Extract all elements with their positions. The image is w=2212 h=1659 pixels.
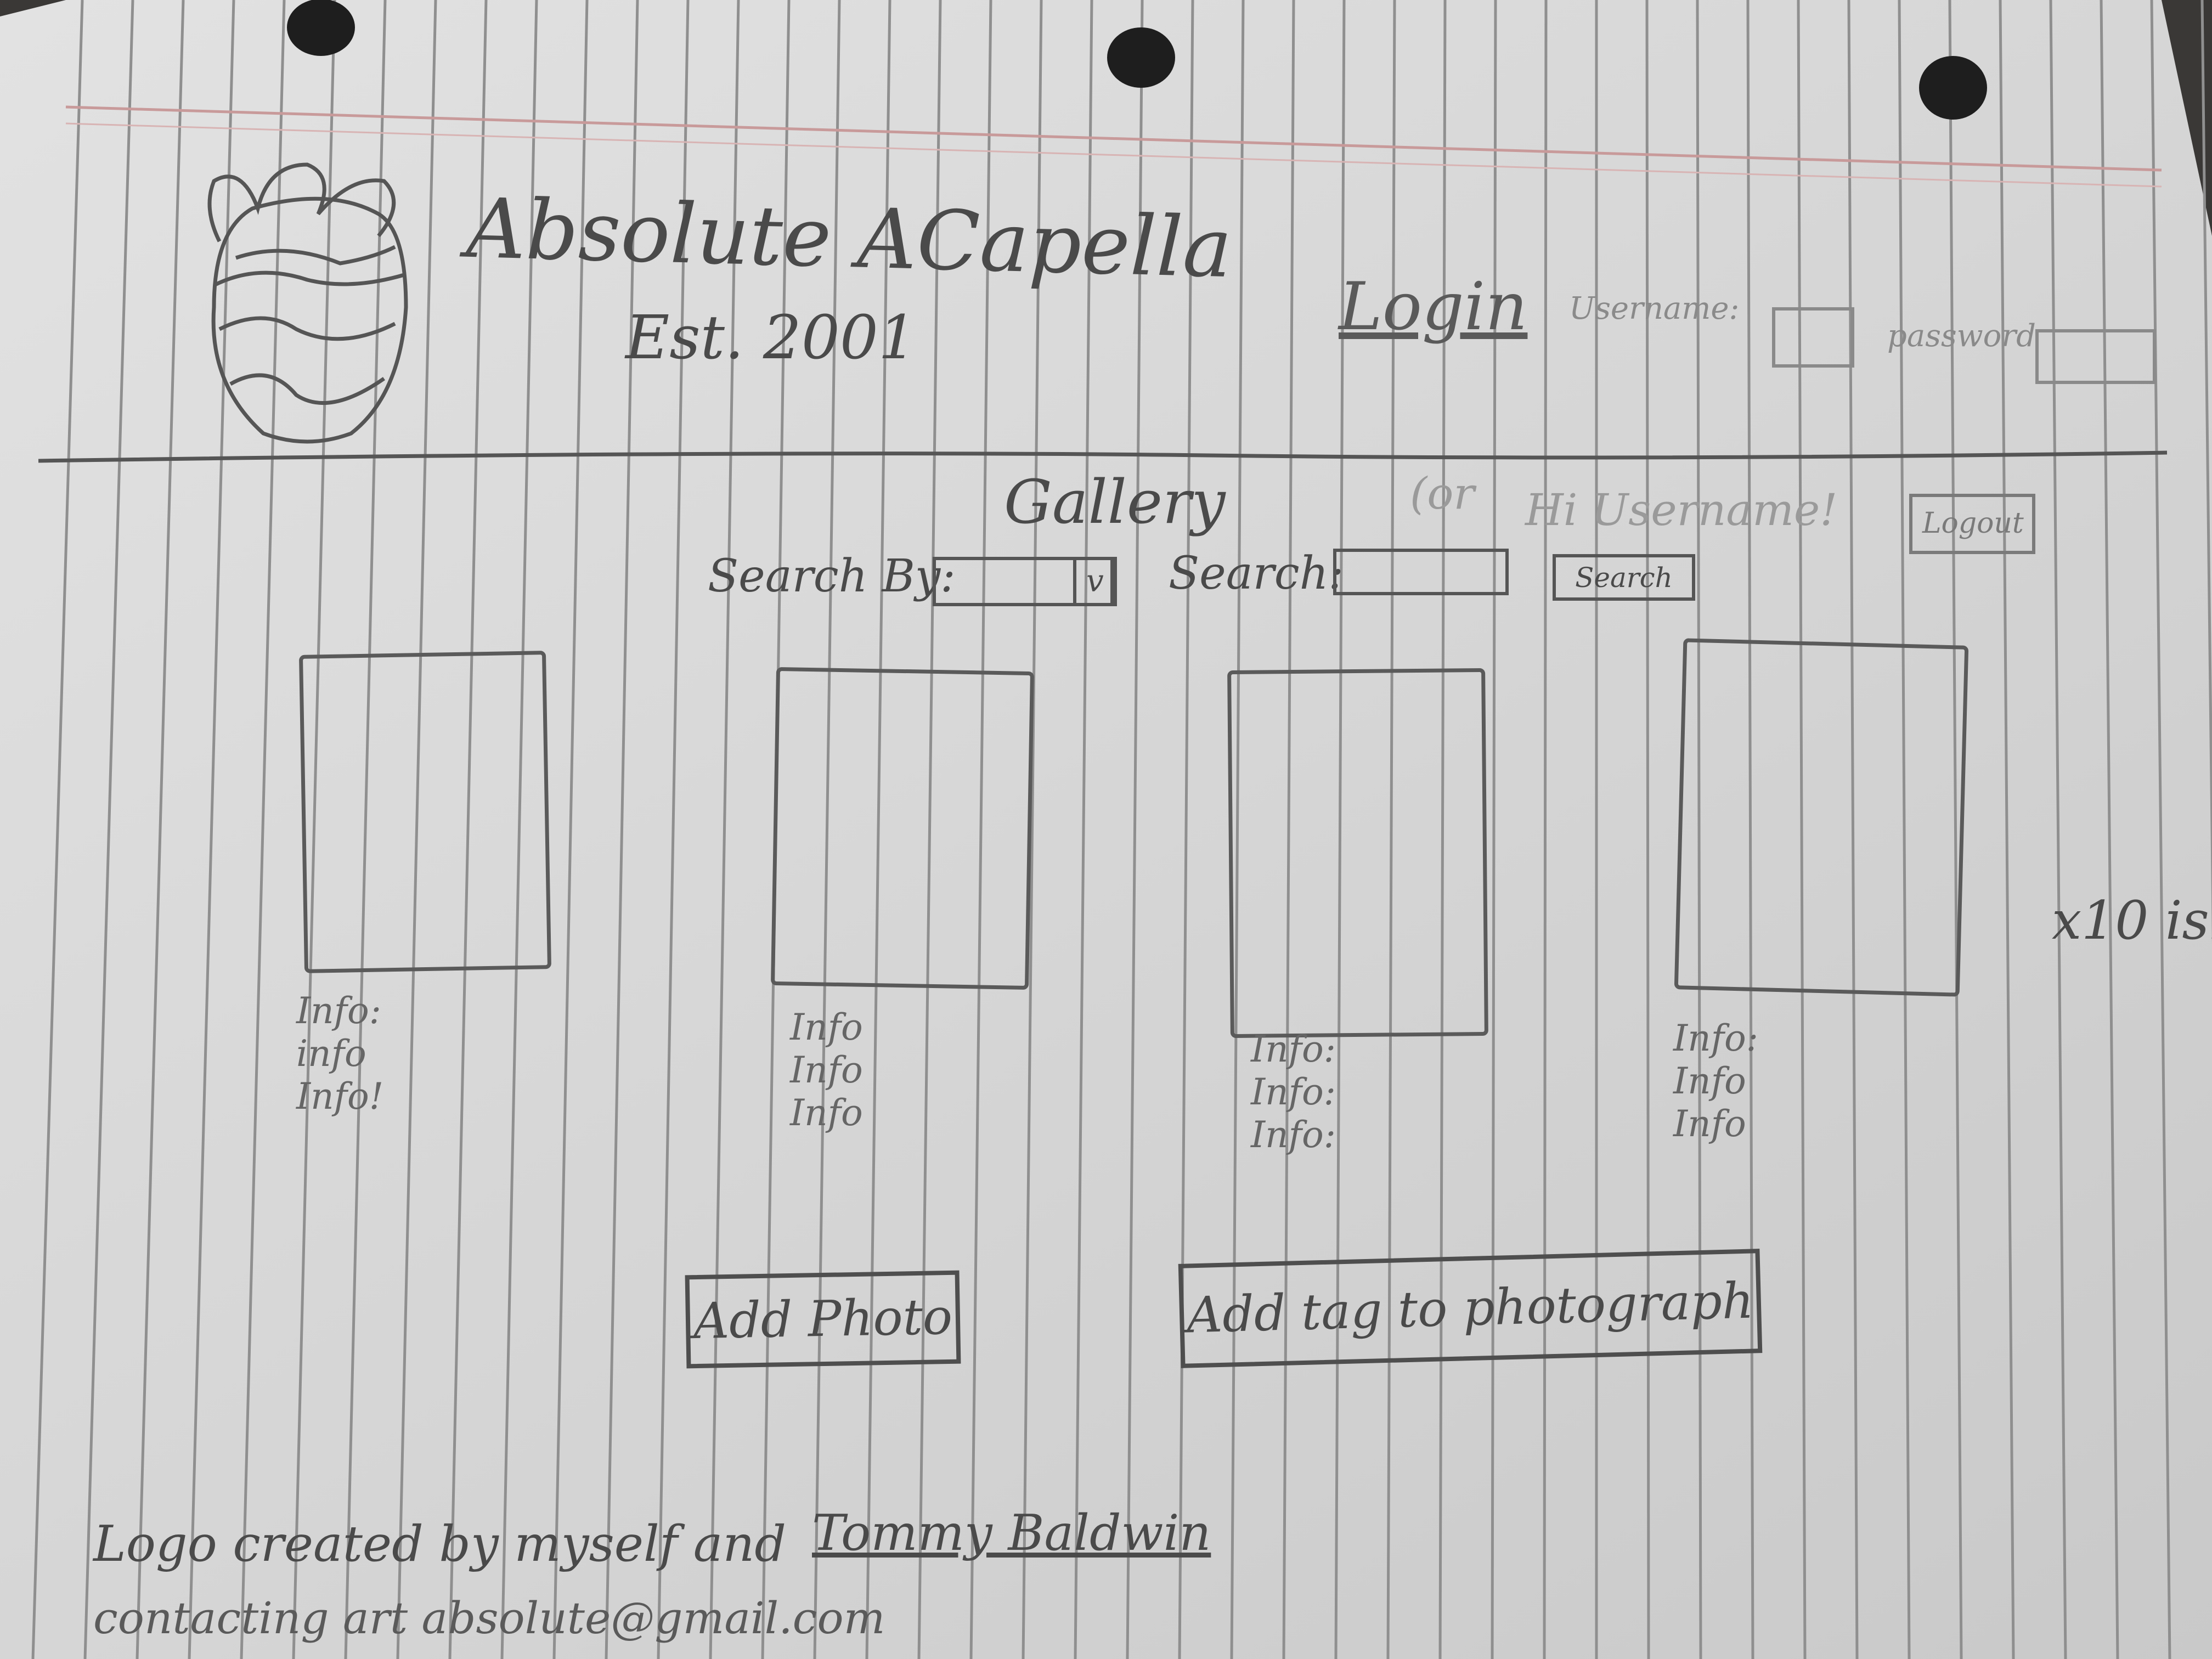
repeat-note: x10 ish xyxy=(2052,890,2212,951)
rule-line xyxy=(31,0,84,1659)
rule-line xyxy=(136,0,185,1659)
gallery-photo[interactable] xyxy=(1227,668,1488,1039)
rule-line xyxy=(1386,0,1396,1659)
info-line: Info xyxy=(1673,1103,1746,1145)
punch-hole-icon xyxy=(1107,27,1175,88)
chevron-down-icon[interactable]: v xyxy=(1073,557,1117,606)
rule-line xyxy=(1438,0,1447,1659)
gallery-photo[interactable] xyxy=(770,667,1035,990)
search-label: Search: xyxy=(1169,548,1344,600)
rule-line xyxy=(1797,0,1807,1659)
rule-line xyxy=(605,0,639,1659)
rule-line xyxy=(1178,0,1194,1659)
strawberry-logo-icon xyxy=(207,162,408,444)
logout-label: Logout xyxy=(1922,507,2024,540)
rule-line xyxy=(1074,0,1093,1659)
rule-line xyxy=(448,0,488,1659)
rule-line xyxy=(2200,0,2212,945)
rule-line xyxy=(813,0,841,1659)
rule-line xyxy=(1645,0,1650,1659)
rule-line xyxy=(188,0,235,1659)
punch-hole-icon xyxy=(287,0,355,56)
established-year: Est. 2001 xyxy=(625,302,917,373)
rule-line xyxy=(500,0,538,1659)
rule-line xyxy=(396,0,437,1659)
add-photo-label: Add Photo xyxy=(693,1288,953,1351)
site-title: Absolute ACapella xyxy=(465,180,1233,297)
rule-line xyxy=(1847,0,1859,1659)
photo-info: Info: info Info! xyxy=(296,993,383,1121)
dropdown-arrow-label: v xyxy=(1086,563,1104,599)
add-photo-button[interactable]: Add Photo xyxy=(685,1270,961,1369)
logo-credit: Logo created by myself and xyxy=(93,1515,786,1573)
punch-hole-icon xyxy=(1919,56,1987,120)
rule-line xyxy=(1898,0,1911,1659)
rule-line xyxy=(761,0,791,1659)
rule-line xyxy=(1230,0,1245,1659)
search-button-label: Search xyxy=(1575,561,1673,594)
search-by-dropdown[interactable]: v xyxy=(933,557,1117,606)
rule-line xyxy=(1696,0,1702,1659)
gallery-title: Gallery xyxy=(1004,467,1226,537)
photo-info: Info: Info: Info: xyxy=(1251,1031,1336,1160)
rule-line xyxy=(865,0,891,1659)
header-divider xyxy=(38,450,2168,463)
greeting-text: Hi Username! xyxy=(1525,484,1838,535)
password-input[interactable] xyxy=(2035,329,2156,384)
rule-line xyxy=(917,0,942,1659)
search-button[interactable]: Search xyxy=(1553,554,1695,601)
rule-line xyxy=(344,0,387,1659)
username-input[interactable] xyxy=(1772,307,1854,368)
info-line: Info: xyxy=(296,990,381,1032)
password-label: password xyxy=(1887,318,2036,354)
rule-line xyxy=(552,0,589,1659)
alt-or-label: (or xyxy=(1410,468,1475,519)
login-link[interactable]: Login xyxy=(1339,269,1528,345)
rule-line xyxy=(709,0,740,1659)
rule-line xyxy=(1022,0,1043,1659)
photo-info: Info Info Info xyxy=(790,1009,863,1138)
rule-line xyxy=(1948,0,1963,1659)
rule-line xyxy=(657,0,690,1659)
rule-line xyxy=(2100,0,2119,1659)
info-line: info xyxy=(296,1032,366,1075)
logout-button[interactable]: Logout xyxy=(1909,494,2035,554)
rule-line xyxy=(2049,0,2067,1659)
rule-line xyxy=(1334,0,1346,1659)
info-line: Info: xyxy=(1251,1114,1336,1156)
add-tag-label: Add tag to photograph xyxy=(1186,1272,1755,1345)
rule-line xyxy=(2150,0,2171,1659)
rule-line xyxy=(1491,0,1497,1659)
rule-line xyxy=(1999,0,2015,1659)
username-label: Username: xyxy=(1569,291,1740,326)
info-line: Info xyxy=(790,1092,863,1134)
rule-line xyxy=(83,0,134,1659)
gallery-photo[interactable] xyxy=(298,651,552,973)
info-line: Info xyxy=(1673,1060,1746,1102)
search-by-label: Search By: xyxy=(708,550,956,602)
contact-text: contacting art absolute@gmail.com xyxy=(93,1593,885,1644)
search-input[interactable] xyxy=(1333,549,1509,595)
rule-line xyxy=(1543,0,1548,1659)
info-line: Info xyxy=(790,1049,863,1091)
info-line: Info! xyxy=(296,1075,384,1118)
rule-line xyxy=(240,0,286,1659)
photo-info: Info: Info Info xyxy=(1673,1020,1758,1149)
info-line: Info: xyxy=(1673,1017,1758,1059)
info-line: Info xyxy=(790,1006,863,1048)
rule-line xyxy=(1746,0,1754,1659)
rule-line xyxy=(1282,0,1295,1659)
logo-credit-name: Tommy Baldwin xyxy=(812,1504,1211,1562)
info-line: Info: xyxy=(1251,1028,1336,1070)
add-tag-button[interactable]: Add tag to photograph xyxy=(1178,1249,1763,1368)
rule-line xyxy=(292,0,336,1659)
rule-line xyxy=(1126,0,1144,1659)
rule-line xyxy=(969,0,992,1659)
info-line: Info: xyxy=(1251,1071,1336,1113)
gallery-photo[interactable] xyxy=(1674,638,1969,997)
